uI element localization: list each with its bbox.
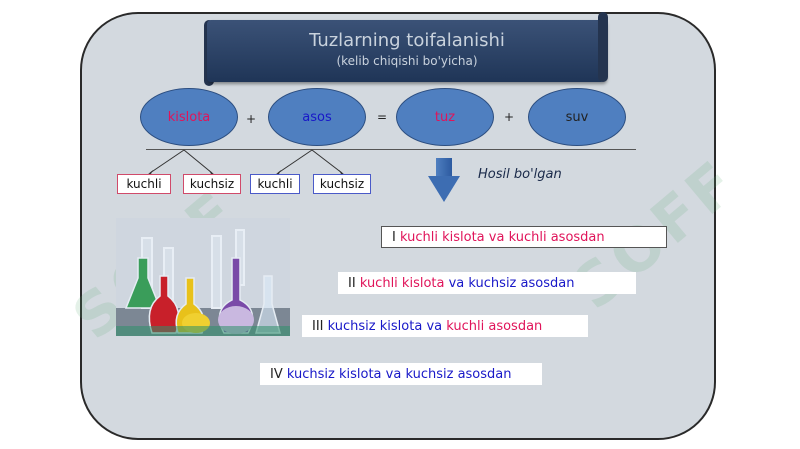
row-1-part2: kuchli asosdan [508, 229, 605, 245]
row-4: IV kuchsiz kislota va kuchsiz asosdan [260, 363, 542, 385]
equation-underline [146, 149, 636, 150]
title-banner [207, 20, 605, 82]
plus-sign-2: + [504, 110, 515, 124]
box-base-weak: kuchsiz [313, 174, 371, 194]
box-acid-weak: kuchsiz [183, 174, 241, 194]
oval-tuz: tuz [396, 88, 494, 146]
row-4-part1: kuchsiz kislota [286, 366, 382, 382]
row-2: II kuchli kislota va kuchsiz asosdan [338, 272, 636, 294]
oval-kislota: kislota [140, 88, 238, 146]
scroll-roll-right [598, 12, 608, 82]
lab-glassware-image [116, 218, 290, 336]
oval-label-tuz: tuz [434, 109, 456, 125]
page-title: Tuzlarning toifalanishi [309, 30, 505, 51]
row-3-part1: kuchsiz kislota [327, 318, 423, 334]
row-4-num: IV [270, 366, 283, 382]
row-3-mid: va [426, 318, 443, 334]
row-2-num: II [348, 275, 356, 291]
row-1-part1: kuchli kislota [399, 229, 485, 245]
row-1-num: I [392, 229, 396, 245]
oval-label-suv: suv [565, 109, 589, 125]
equals-sign: = [377, 110, 388, 124]
box-base-strong: kuchli [250, 174, 300, 194]
row-3-num: III [312, 318, 324, 334]
row-3-part2: kuchli asosdan [446, 318, 543, 334]
row-3: III kuchsiz kislota va kuchli asosdan [302, 315, 588, 337]
row-4-part2: kuchsiz asosdan [405, 366, 512, 382]
page-subtitle: (kelib chiqishi bo'yicha) [336, 54, 478, 68]
oval-asos: asos [268, 88, 366, 146]
row-2-mid: va [448, 275, 465, 291]
hosil-label: Hosil bo'lgan [478, 167, 562, 182]
row-4-mid: va [385, 366, 402, 382]
row-2-part1: kuchli kislota [359, 275, 445, 291]
oval-label-asos: asos [302, 109, 332, 125]
down-arrow-head-icon [428, 176, 460, 202]
plus-sign-1: + [246, 112, 257, 126]
row-2-part2: kuchsiz asosdan [468, 275, 575, 291]
oval-suv: suv [528, 88, 626, 146]
lab-glassware-illustration [116, 218, 290, 336]
down-arrow-icon [436, 158, 452, 176]
row-1: I kuchli kislota va kuchli asosdan [381, 226, 667, 248]
oval-label-kislota: kislota [167, 109, 211, 125]
box-acid-strong: kuchli [117, 174, 171, 194]
row-1-mid: va [488, 229, 505, 245]
